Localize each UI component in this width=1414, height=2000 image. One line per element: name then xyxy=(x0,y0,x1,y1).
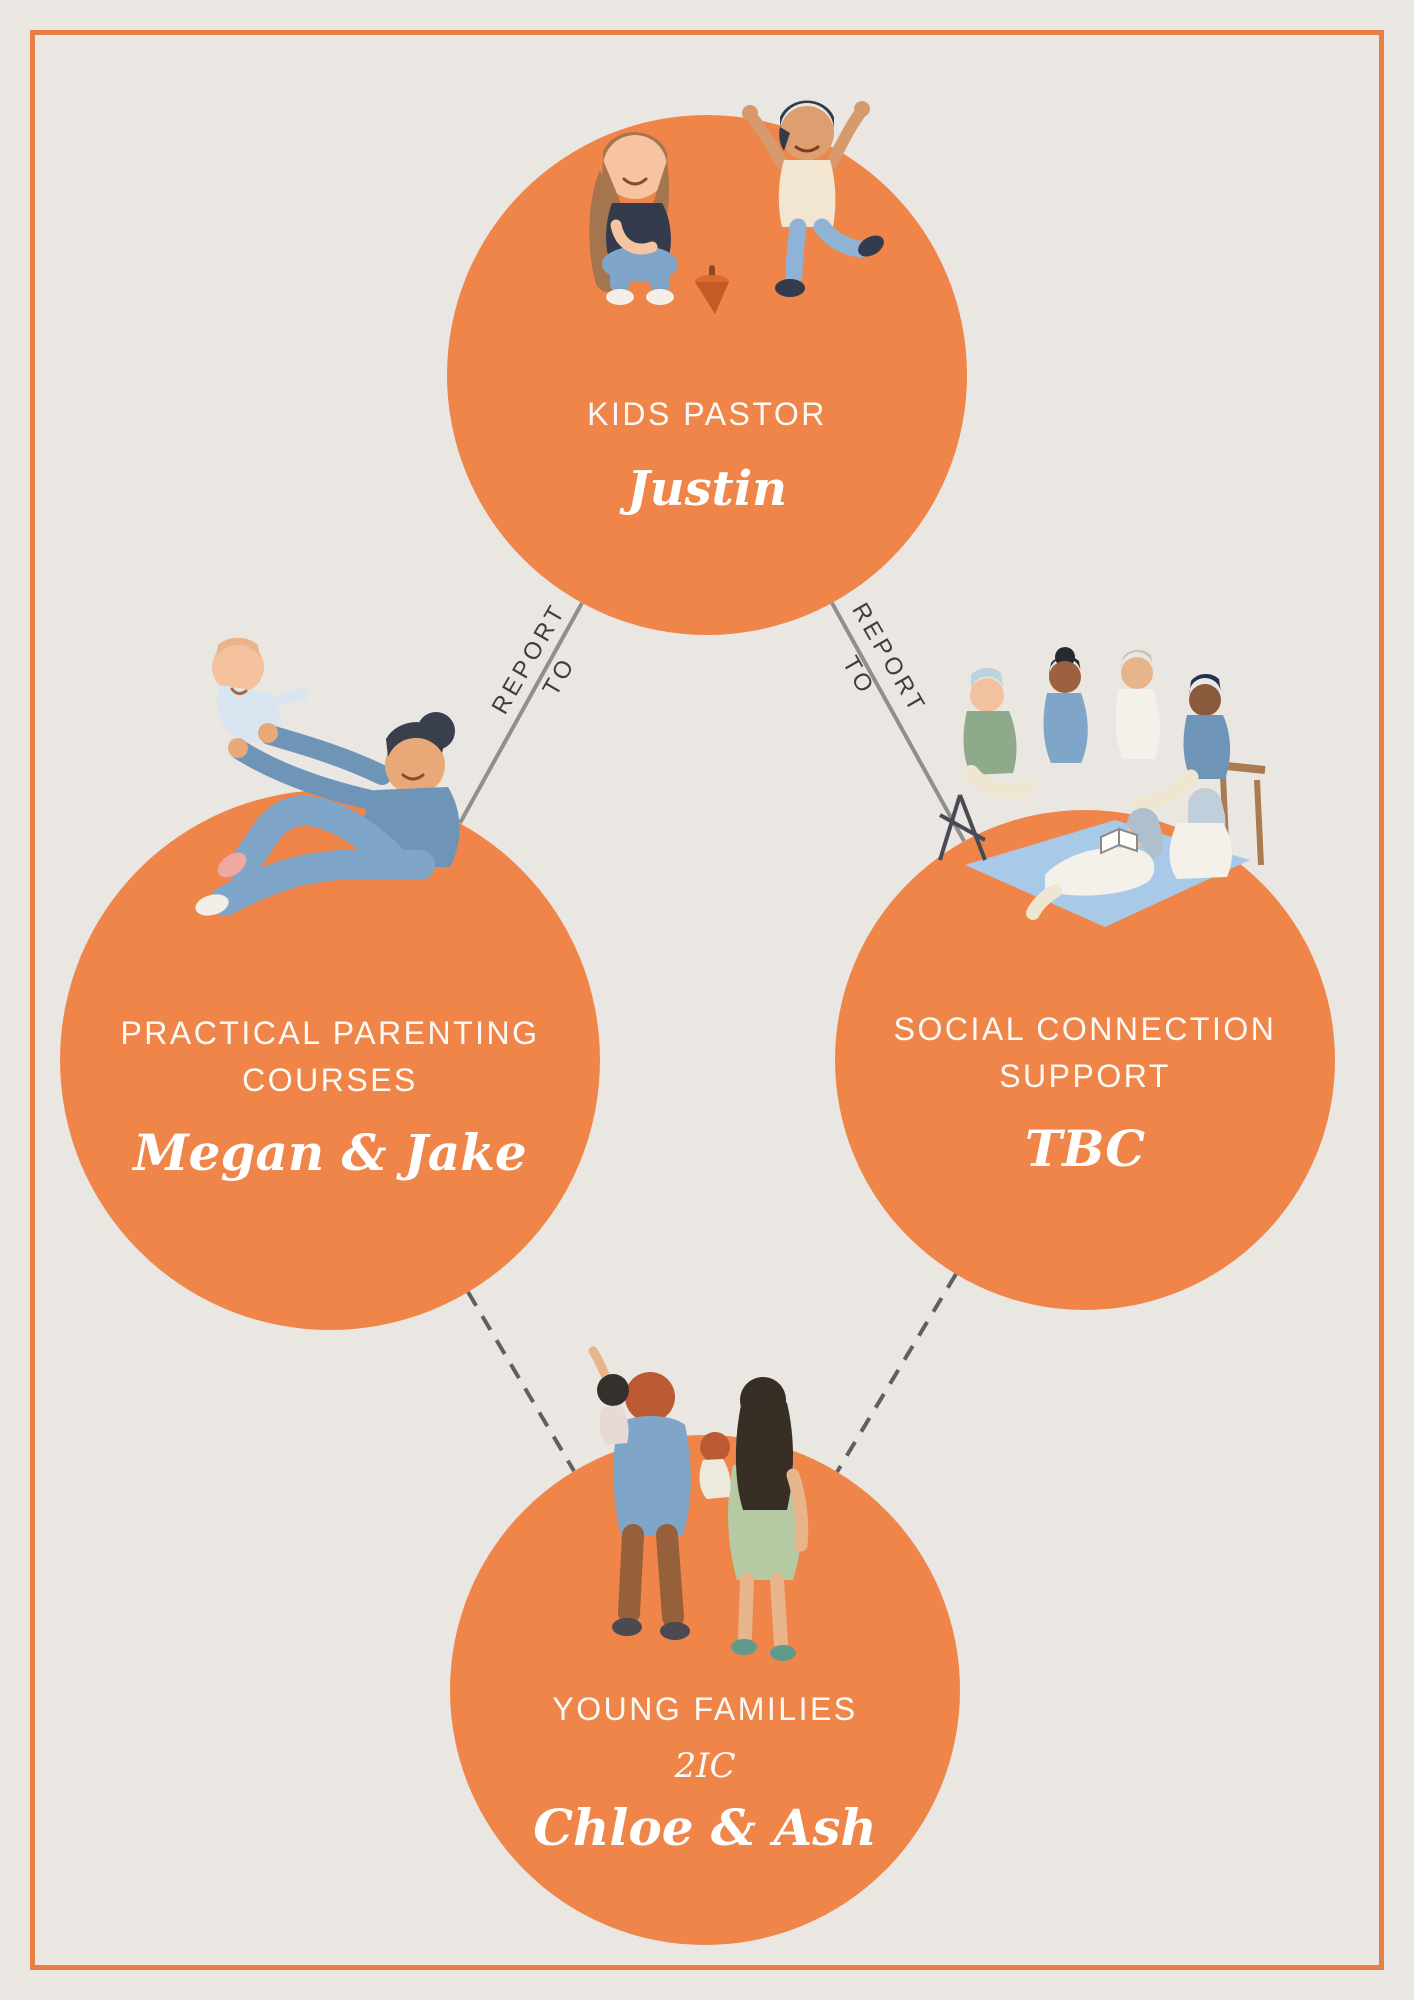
person-front-right xyxy=(1169,788,1232,879)
baby xyxy=(212,637,308,742)
person-name: TBC xyxy=(1024,1119,1146,1178)
person-white-shirt xyxy=(1115,649,1161,759)
parent-with-baby-illustration xyxy=(120,615,500,955)
boy-jumping xyxy=(742,100,884,297)
person-on-chair xyxy=(1131,673,1231,813)
edge-parenting-to-young-families xyxy=(466,1290,576,1473)
group-circle-illustration xyxy=(905,615,1295,960)
children-playing-illustration xyxy=(540,75,890,320)
node-social-connection-support: SOCIAL CONNECTION SUPPORT TBC xyxy=(835,647,1335,1310)
role-title: YOUNG FAMILIES xyxy=(552,1690,858,1727)
role-title: PRACTICAL PARENTING COURSES xyxy=(120,1015,540,1098)
edge-social-to-young-families xyxy=(835,1272,958,1474)
toddler xyxy=(699,1432,731,1499)
role-subtitle: 2IC xyxy=(674,1746,736,1786)
edge-parenting-to-kids-pastor xyxy=(458,602,584,824)
person-name: Chloe & Ash xyxy=(533,1798,877,1857)
node-kids-pastor: KIDS PASTOR Justin xyxy=(447,100,967,635)
person-name: Justin xyxy=(627,461,787,517)
dad xyxy=(612,1372,691,1640)
page-border-frame xyxy=(30,30,1384,1970)
child-waving xyxy=(588,1346,629,1445)
person-reading xyxy=(1026,807,1164,920)
role-title: SOCIAL CONNECTION SUPPORT xyxy=(893,1011,1277,1094)
role-title: KIDS PASTOR xyxy=(587,395,827,432)
person-green-top xyxy=(963,667,1035,799)
person-name: Megan & Jake xyxy=(133,1123,527,1182)
folding-chair xyxy=(938,794,987,861)
mom xyxy=(728,1377,809,1661)
node-young-families: YOUNG FAMILIES 2IC Chloe & Ash xyxy=(450,1346,960,1945)
edge-social-to-kids-pastor xyxy=(830,602,966,842)
parent-reclining xyxy=(195,712,460,916)
girl-crouching xyxy=(589,132,678,305)
family-walking-illustration xyxy=(575,1345,835,1670)
person-blue-dress xyxy=(1043,647,1088,763)
node-practical-parenting-courses: PRACTICAL PARENTING COURSES Megan & Jake xyxy=(60,637,600,1330)
spinning-top-icon xyxy=(695,265,729,314)
